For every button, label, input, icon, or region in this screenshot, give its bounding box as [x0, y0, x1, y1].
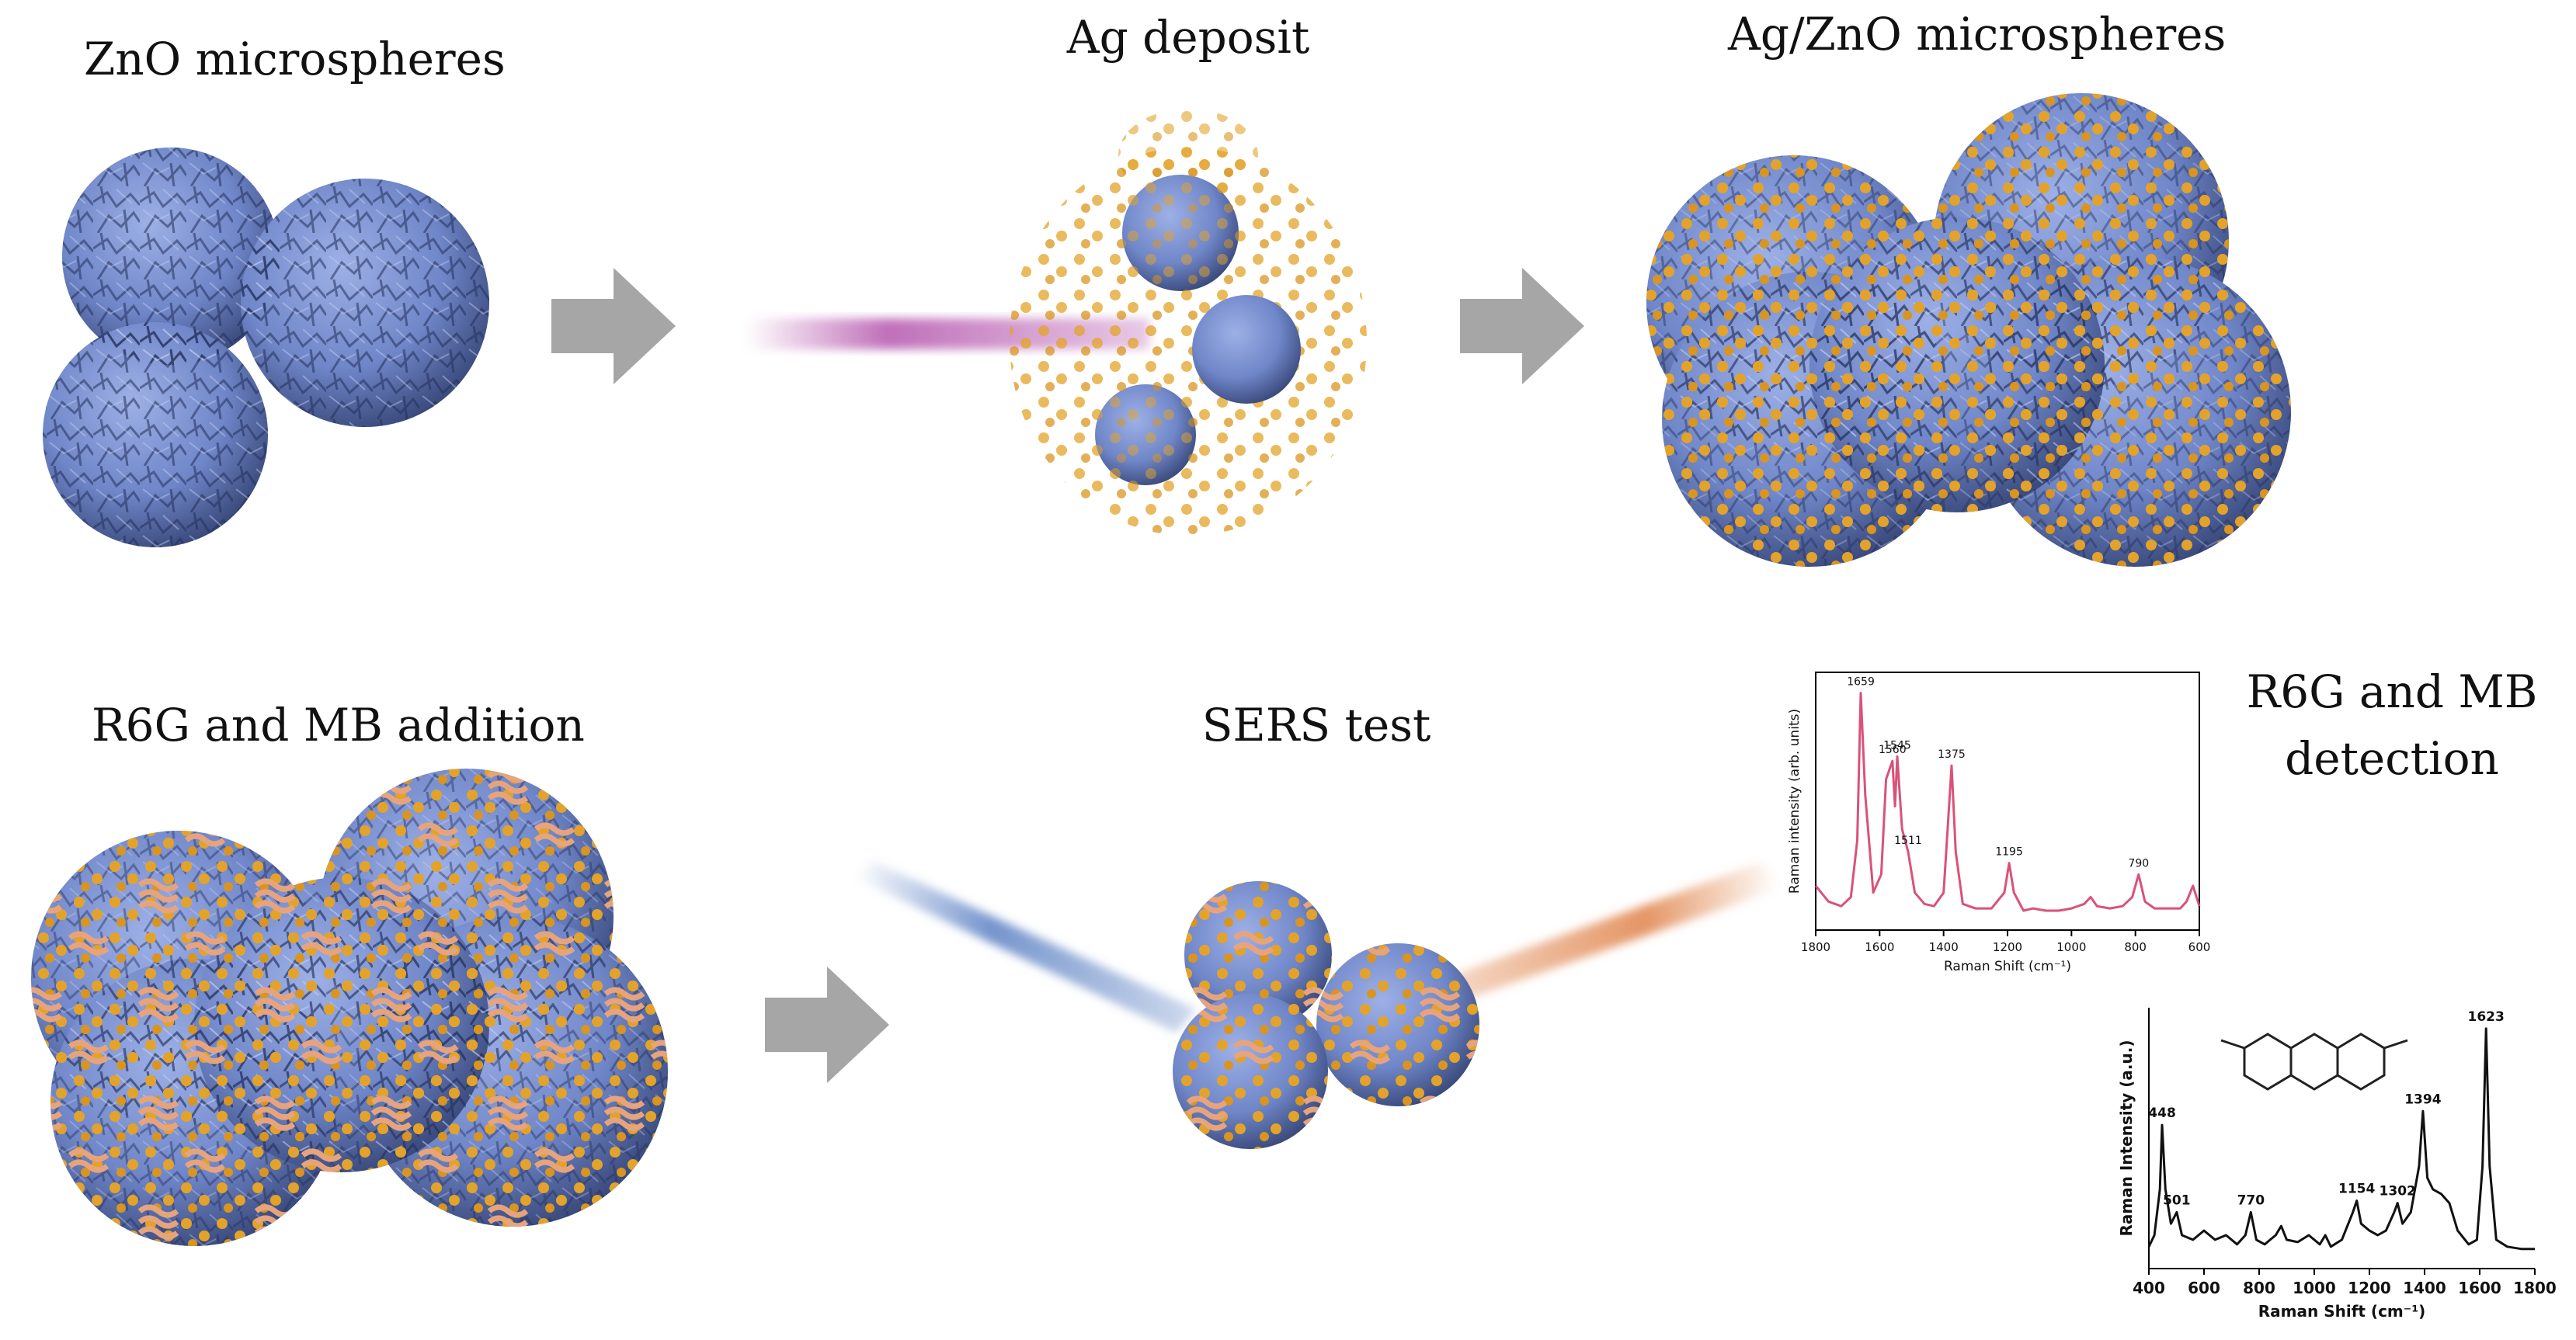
label-sers-test: SERS test: [1201, 699, 1431, 752]
x-tick-label: 1400: [1929, 940, 1959, 954]
label-ag-zno-microspheres: Ag/ZnO microspheres: [1728, 8, 2227, 61]
x-tick-label: 1800: [2513, 1279, 2557, 1297]
x-tick-label: 600: [2188, 940, 2211, 954]
x-axis-label: Raman Shift (cm⁻¹): [1944, 959, 2071, 974]
x-tick-label: 1000: [2293, 1279, 2336, 1297]
process-arrow-2: [1460, 268, 1584, 384]
laser-beam-incident: [854, 862, 1196, 1033]
sers-test-scene: [854, 862, 1778, 1149]
label-detection: R6G and MB detection: [2237, 658, 2547, 792]
x-tick-label: 800: [2124, 940, 2147, 954]
ag-zno-microsphere-cluster: [1646, 93, 2291, 567]
scattered-beam: [1444, 862, 1778, 1002]
peak-label: 770: [2237, 1192, 2265, 1208]
label-detection-line1: R6G and MB: [2246, 665, 2538, 718]
peak-label: 1623: [2468, 1009, 2505, 1025]
x-tick-label: 1600: [1865, 940, 1894, 954]
spectrum-line-1: [2147, 1027, 2535, 1251]
peak-label: 1375: [1938, 748, 1966, 761]
ag-deposit-scene: [746, 109, 1367, 536]
sers-sample-cluster: [1173, 881, 1479, 1149]
x-axis-label: Raman Shift (cm⁻¹): [2258, 1302, 2425, 1321]
x-tick-label: 400: [2133, 1279, 2165, 1297]
x-tick-label: 800: [2243, 1279, 2275, 1297]
x-tick-label: 1600: [2458, 1279, 2501, 1297]
x-tick-label: 1800: [1801, 940, 1830, 954]
label-zno-microspheres: ZnO microspheres: [84, 33, 506, 85]
x-tick-label: 1000: [2056, 940, 2086, 954]
process-arrow-3: [765, 967, 889, 1083]
process-arrow-1: [551, 268, 676, 384]
dye-molecules: [31, 769, 668, 1246]
x-tick-label: 1200: [2348, 1279, 2391, 1297]
peak-label: 1659: [1847, 676, 1875, 689]
x-tick-label: 1200: [1993, 940, 2022, 954]
ag-nanoparticles: [1646, 93, 2291, 567]
methylene-blue-structure-inset: [2220, 1033, 2408, 1091]
spectrum-line-1: [1814, 692, 2201, 912]
label-ag-deposit: Ag deposit: [1066, 11, 1310, 64]
zno-microsphere-cluster: [43, 148, 489, 547]
peak-label: 1302: [2380, 1184, 2416, 1199]
x-tick-label: 1400: [2403, 1279, 2446, 1297]
peak-label: 1394: [2404, 1092, 2441, 1107]
y-axis-label: Raman Intensity (a.u.): [2117, 1040, 2136, 1236]
peak-label: 501: [2163, 1192, 2191, 1208]
label-r6g-mb-addition: R6G and MB addition: [92, 699, 585, 752]
peak-label: 1511: [1894, 835, 1922, 847]
peak-label: 790: [2128, 857, 2149, 870]
peak-label: 1560: [1879, 744, 1907, 756]
zno-seed-sphere: [1192, 295, 1301, 404]
x-tick-label: 600: [2188, 1279, 2220, 1297]
peak-label: 448: [2148, 1106, 2176, 1121]
dye-loaded-cluster: [31, 769, 668, 1246]
y-axis-label: Raman intensity (arb. units): [1787, 709, 1803, 894]
peak-label: 1195: [1995, 846, 2023, 859]
peak-label: 1154: [2338, 1182, 2375, 1197]
label-detection-line2: detection: [2285, 732, 2499, 785]
peak-label: 1545: [1883, 739, 1911, 752]
